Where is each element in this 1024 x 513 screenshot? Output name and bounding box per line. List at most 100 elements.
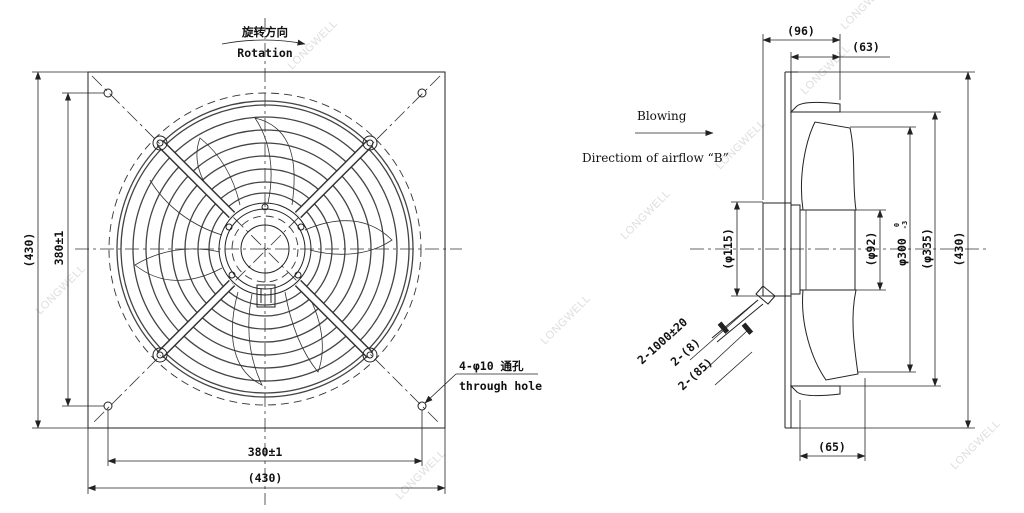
dim-300-tol-upper: 0 [893, 223, 901, 227]
dimension-63: (63) [790, 40, 890, 72]
dimension-width-overall: (430) [87, 428, 446, 494]
mounting-plate [87, 71, 446, 429]
hub-bolt [294, 271, 302, 279]
cable-dim-line [704, 329, 749, 371]
cable-dim-line [689, 299, 759, 361]
hub-bolt [225, 223, 233, 231]
motor-flange [790, 204, 801, 295]
dim-width-overall-label: (430) [248, 471, 283, 485]
dim-92-label: (φ92) [864, 232, 878, 267]
hub-ring [224, 208, 306, 290]
shroud-lip-top [789, 101, 841, 113]
mounting-hole [103, 88, 113, 98]
fan-guard-rings [108, 92, 422, 406]
guard-struts [152, 135, 378, 363]
guard-ring [120, 104, 410, 394]
watermark-text: LONGWELL [34, 263, 89, 318]
dim-115-label: (φ115) [721, 228, 735, 270]
dim-430-side-label: (430) [952, 232, 966, 267]
motor-body [762, 202, 792, 297]
cable: 2-1000±20 2-(8) 2-(85) [634, 285, 776, 393]
strut-boss-hole [366, 139, 374, 147]
strut-inner [295, 140, 373, 218]
hub-bolt [297, 223, 305, 231]
dim-335-label: (φ335) [920, 228, 934, 270]
dimension-height-overall: (430) [22, 71, 88, 429]
mounting-hole [417, 401, 427, 411]
blowing-label: Blowing [637, 109, 687, 123]
dimension-92: (φ92) [855, 209, 886, 291]
watermark-text: LONGWELL [394, 448, 449, 503]
rotor-hub [799, 209, 856, 291]
strut-boss [362, 347, 378, 363]
dim-height-holes-label: 380±1 [52, 231, 66, 266]
mounting-hole [103, 401, 113, 411]
dim-300-tol-lower: -3 [901, 221, 909, 229]
fan-blade [149, 179, 223, 236]
hole-note-cn: 4-φ10 通孔 [459, 359, 524, 373]
guard-ring [208, 192, 322, 306]
dimension-height-holes: 380±1 [52, 92, 104, 407]
fan-blade [304, 220, 393, 255]
cable-dim-line [714, 351, 753, 386]
cable-end [717, 321, 730, 334]
hole-note-en: through hole [459, 379, 542, 393]
fan-blade [134, 248, 223, 281]
watermark-text: LONGWELL [949, 418, 1004, 473]
dimension-65: (65) [799, 378, 866, 461]
dimension-335: (φ335) [840, 111, 941, 387]
strut-boss-hole [156, 351, 164, 359]
dim-height-overall-label: (430) [22, 233, 36, 268]
rotation-label-cn: 旋转方向 [241, 25, 288, 39]
hub-outer [218, 202, 312, 296]
hub-bolt-circle [231, 215, 299, 283]
dimension-width-holes: 380±1 [107, 410, 423, 466]
hub-bolt [261, 203, 269, 211]
dimension-430-side: (430) [798, 71, 975, 429]
strut-boss [152, 347, 168, 363]
strut-boss [362, 135, 378, 151]
dimension-115: (φ115) [721, 201, 763, 297]
watermark-text: LONGWELL [539, 293, 594, 348]
rotation-label-en: Rotation [237, 46, 292, 60]
hub-bolt [228, 271, 236, 279]
fan-blade [284, 281, 323, 373]
strut-boss-hole [156, 139, 164, 147]
cable-end [741, 322, 754, 335]
guard-ring [171, 155, 359, 343]
blade-profile-top [800, 121, 857, 211]
hub-inner [240, 224, 290, 274]
mounting-hole [417, 88, 427, 98]
cable-gland [755, 285, 776, 305]
dimension-300: φ300 0 -3 [850, 126, 916, 373]
motor-hub [218, 202, 312, 308]
fan-blade [231, 291, 263, 386]
side-motor [762, 202, 856, 297]
hole-note: 4-φ10 通孔 through hole [424, 359, 542, 404]
rotation-arrow [221, 39, 306, 46]
fan-blades [134, 117, 393, 386]
dim-300-label: φ300 [895, 238, 909, 266]
diagonal-center-line [91, 75, 441, 425]
guard-outline-dashed [108, 92, 422, 406]
dim-96-label: (96) [787, 24, 815, 38]
leader-line [424, 373, 457, 404]
dim-width-holes-label: 380±1 [248, 445, 283, 459]
dim-65-label: (65) [818, 440, 846, 454]
guard-ring [116, 100, 414, 398]
strut-boss-hole [366, 351, 374, 359]
shroud-lip-bottom [789, 385, 841, 397]
strut-inner [157, 280, 235, 358]
dimension-96: (96) [762, 24, 841, 200]
diagonal-center-line [91, 75, 441, 425]
strut-inner [295, 280, 373, 358]
airflow-indicator: Blowing Directiom of airflow “B” [582, 109, 729, 165]
side-blades [800, 121, 859, 381]
watermark-text: LONGWELL [839, 0, 894, 32]
strut-inner [157, 140, 235, 218]
watermarks: LONGWELL LONGWELL LONGWELL LONGWELL LONG… [34, 0, 1004, 502]
strut-boss [152, 135, 168, 151]
fan-blade [254, 117, 295, 206]
blade-profile-bottom [802, 289, 859, 381]
